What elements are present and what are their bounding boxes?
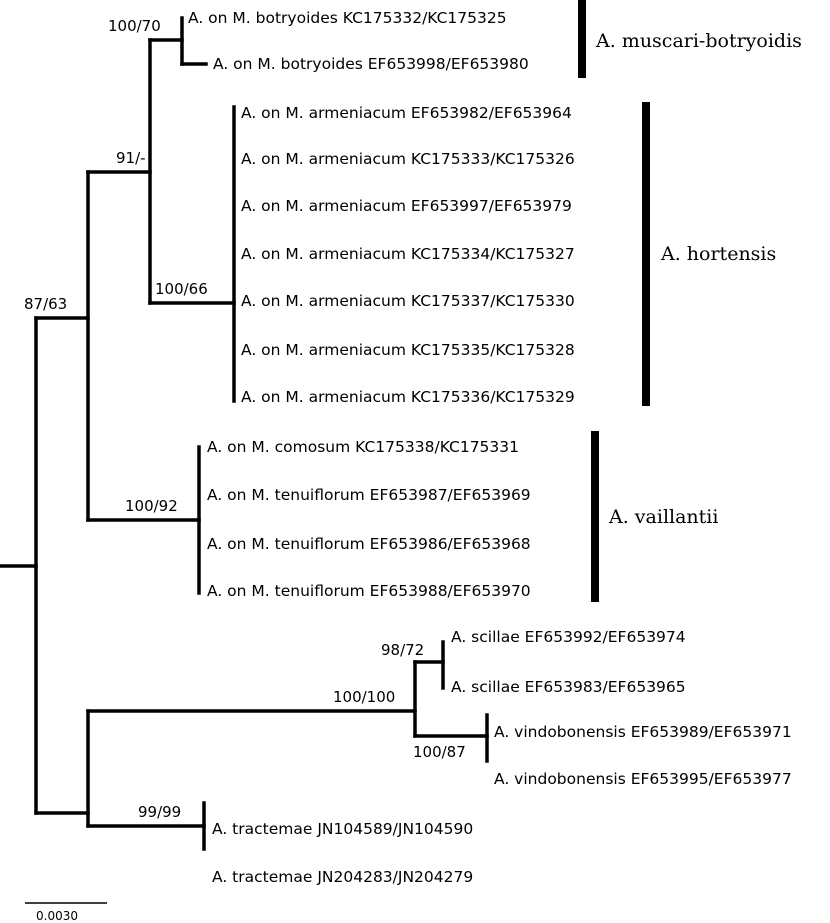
clade-bar-hortensis	[642, 102, 650, 406]
clade-bar-muscari-botryoidis	[578, 0, 586, 78]
tip-label: A. on M. tenuiflorum EF653987/EF653969	[207, 486, 531, 504]
support-value: 99/99	[138, 803, 181, 821]
clade-label-vaillantii: A. vaillantii	[608, 506, 718, 528]
tip-label: A. on M. armeniacum KC175334/KC175327	[241, 245, 575, 263]
tip-label: A. on M. comosum KC175338/KC175331	[207, 438, 519, 456]
tip-label: A. vindobonensis EF653995/EF653977	[494, 770, 792, 788]
tip-label: A. on M. armeniacum KC175337/KC175330	[241, 292, 575, 310]
support-value: 100/66	[155, 280, 208, 298]
support-value: 100/92	[125, 497, 178, 515]
tip-label: A. on M. armeniacum KC175336/KC175329	[241, 388, 575, 406]
tip-label: A. on M. armeniacum EF653997/EF653979	[241, 197, 572, 215]
tip-label: A. tractemae JN104589/JN104590	[212, 820, 473, 838]
tip-label: A. on M. armeniacum KC175335/KC175328	[241, 341, 575, 359]
tip-labels: A. on M. botryoides KC175332/KC175325 A.…	[188, 9, 792, 886]
support-value: 91/-	[116, 149, 146, 167]
tip-label: A. scillae EF653992/EF653974	[451, 628, 686, 646]
support-value: 100/70	[108, 17, 161, 35]
tip-label: A. on M. tenuiflorum EF653988/EF653970	[207, 582, 531, 600]
support-values: 100/70 91/- 100/66 87/63 100/92 98/72 10…	[24, 17, 466, 821]
clade-bar-vaillantii	[591, 431, 599, 602]
tip-label: A. on M. tenuiflorum EF653986/EF653968	[207, 535, 531, 553]
support-value: 98/72	[381, 641, 424, 659]
scale-bar: 0.0030	[25, 902, 107, 923]
clade-brackets: A. muscari-botryoidis A. hortensis A. va…	[578, 0, 802, 602]
tip-label: A. vindobonensis EF653989/EF653971	[494, 723, 792, 741]
support-value: 100/87	[413, 743, 466, 761]
tip-label: A. on M. armeniacum EF653982/EF653964	[241, 104, 572, 122]
tip-label: A. on M. botryoides EF653998/EF653980	[213, 55, 529, 73]
clade-label-muscari-botryoidis: A. muscari-botryoidis	[595, 30, 802, 52]
tip-label: A. tractemae JN204283/JN204279	[212, 868, 473, 886]
tree-branches	[0, 16, 489, 851]
support-value: 100/100	[333, 688, 395, 706]
tip-label: A. on M. armeniacum KC175333/KC175326	[241, 150, 575, 168]
scale-bar-label: 0.0030	[36, 909, 78, 923]
support-value: 87/63	[24, 295, 67, 313]
clade-label-hortensis: A. hortensis	[660, 243, 776, 265]
tip-label: A. scillae EF653983/EF653965	[451, 678, 686, 696]
tip-label: A. on M. botryoides KC175332/KC175325	[188, 9, 507, 27]
